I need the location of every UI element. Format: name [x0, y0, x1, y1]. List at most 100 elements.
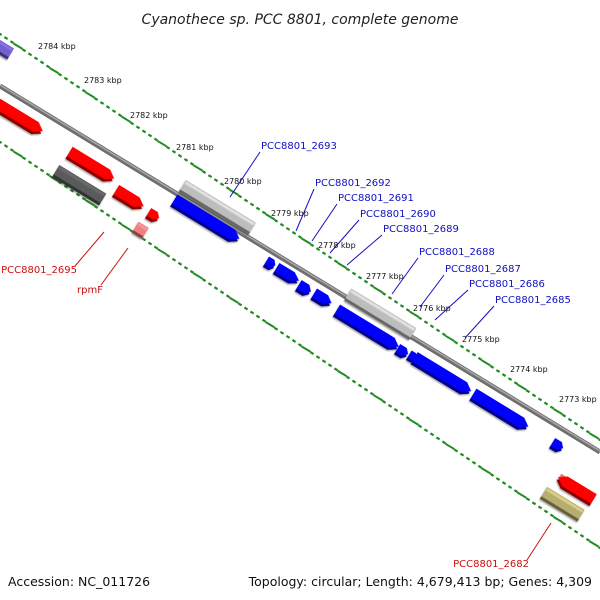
minor-tick — [243, 306, 249, 311]
minor-tick — [255, 206, 261, 211]
minor-tick — [279, 330, 285, 335]
minor-tick — [513, 489, 519, 494]
minor-tick — [69, 80, 75, 85]
major-tick — [336, 369, 348, 377]
pseudogene-tan — [539, 486, 585, 522]
label-leader-line — [346, 234, 383, 266]
minor-tick — [33, 164, 39, 169]
minor-tick — [147, 241, 153, 246]
minor-tick — [363, 387, 369, 392]
minor-tick — [213, 286, 219, 291]
minor-tick — [579, 425, 585, 430]
minor-tick — [183, 157, 189, 162]
minor-tick — [315, 247, 321, 252]
minor-tick — [525, 497, 531, 502]
minor-tick — [393, 408, 399, 412]
scale-ticks — [0, 32, 600, 550]
label-leader-line — [434, 289, 469, 321]
major-tick — [48, 66, 60, 75]
major-tick — [12, 42, 24, 50]
accession-text: Accession: NC_011726 — [8, 574, 150, 589]
major-tick — [156, 140, 168, 148]
minor-tick — [171, 149, 177, 154]
minor-tick — [99, 209, 105, 213]
major-tick — [444, 334, 456, 343]
scale-label: 2779 kbp — [271, 209, 309, 218]
scale-label: 2776 kbp — [413, 304, 451, 313]
gene-reverse — [111, 184, 144, 210]
minor-tick — [501, 481, 507, 485]
major-tick — [300, 345, 312, 353]
minor-tick — [423, 320, 429, 325]
minor-tick — [201, 278, 207, 282]
gene-reverse — [65, 146, 115, 182]
minor-tick — [45, 64, 51, 69]
label-leader-line — [329, 219, 360, 254]
minor-tick — [3, 36, 9, 40]
minor-tick — [27, 52, 33, 57]
major-tick — [372, 286, 384, 294]
gene-label: PCC8801_2682 — [453, 559, 529, 570]
minor-tick — [363, 279, 369, 284]
major-tick — [84, 199, 96, 207]
minor-tick — [219, 290, 225, 295]
minor-tick — [81, 88, 87, 93]
gene-forward — [170, 194, 240, 242]
minor-tick — [429, 324, 435, 329]
minor-tick — [225, 186, 231, 191]
scale-label: 2780 kbp — [224, 177, 262, 186]
label-leader-line — [295, 188, 315, 232]
scale-label: 2782 kbp — [130, 111, 168, 120]
backbone — [0, 83, 600, 455]
minor-tick — [525, 389, 531, 394]
minor-tick — [597, 438, 600, 442]
minor-tick — [39, 168, 45, 173]
minor-tick — [327, 363, 333, 368]
minor-tick — [477, 464, 483, 469]
major-tick — [552, 516, 564, 524]
minor-tick — [453, 448, 459, 453]
minor-tick — [399, 304, 405, 308]
minor-tick — [171, 257, 177, 262]
minor-tick — [495, 477, 501, 481]
minor-tick — [459, 452, 465, 457]
minor-tick — [165, 145, 171, 150]
minor-tick — [45, 172, 51, 177]
major-tick — [264, 321, 276, 329]
minor-tick — [549, 513, 555, 518]
minor-tick — [3, 144, 9, 148]
minor-tick — [399, 412, 405, 416]
minor-tick — [321, 251, 327, 256]
minor-tick — [357, 275, 363, 280]
label-leader-line — [74, 231, 105, 267]
scale-label: 2781 kbp — [176, 143, 214, 152]
minor-tick — [465, 348, 471, 353]
minor-tick — [261, 210, 267, 215]
minor-tick — [249, 310, 255, 315]
minor-tick — [111, 109, 117, 114]
minor-tick — [453, 340, 459, 345]
minor-tick — [75, 84, 81, 89]
minor-tick — [417, 424, 423, 429]
minor-tick — [177, 153, 183, 158]
minor-tick — [351, 271, 357, 276]
gene-label: PCC8801_2689 — [383, 224, 459, 235]
minor-tick — [345, 267, 351, 272]
minor-tick — [117, 113, 123, 118]
minor-tick — [381, 399, 387, 404]
major-tick — [372, 394, 384, 402]
minor-tick — [261, 318, 267, 323]
gene-features — [0, 37, 597, 522]
gene-label: rpmF — [77, 285, 103, 296]
gene-labels: PCC8801_2693PCC8801_2692PCC8801_2691PCC8… — [1, 141, 571, 570]
map-title: Cyanothece sp. PCC 8801, complete genome — [142, 12, 459, 28]
gene-forward — [332, 304, 399, 350]
major-tick — [588, 432, 600, 440]
minor-tick — [471, 352, 477, 357]
gene-forward — [405, 350, 417, 363]
gene-label: PCC8801_2686 — [469, 279, 545, 290]
minor-tick — [435, 436, 441, 441]
major-tick — [480, 359, 492, 367]
minor-tick — [561, 521, 567, 526]
